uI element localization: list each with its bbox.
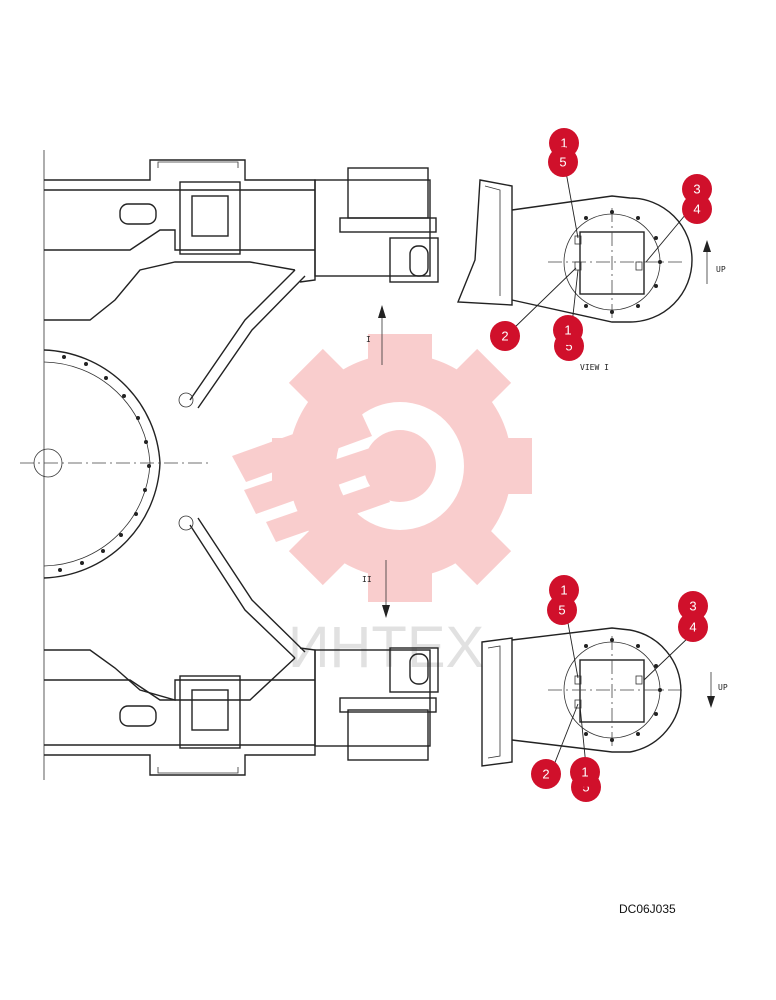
svg-text:1: 1 — [581, 765, 588, 780]
callout-bottom-2[interactable]: 2 — [531, 759, 561, 789]
svg-text:4: 4 — [693, 202, 700, 217]
section-label-2: II — [362, 575, 372, 584]
callout-bottom-4[interactable]: 4 — [678, 612, 708, 642]
watermark-logo: ИНТЕХ — [232, 334, 532, 680]
drawing-reference: DC06J035 — [619, 902, 676, 916]
view-label-1: VIEW I — [580, 363, 609, 372]
callout-top-5[interactable]: 5 — [548, 147, 578, 177]
svg-text:5: 5 — [559, 155, 566, 170]
gear-icon — [272, 334, 532, 602]
up-label-bottom: UP — [718, 683, 728, 692]
svg-text:1: 1 — [560, 136, 567, 151]
svg-text:1: 1 — [564, 323, 571, 338]
svg-text:5: 5 — [582, 780, 589, 795]
svg-text:3: 3 — [693, 182, 700, 197]
callout-top-4[interactable]: 4 — [682, 194, 712, 224]
svg-text:2: 2 — [542, 767, 549, 782]
callout-top-1b[interactable]: 1 — [553, 315, 583, 345]
frame-drawing: I II — [20, 150, 439, 780]
detail-view-bottom: UP — [481, 627, 728, 767]
svg-text:5: 5 — [558, 603, 565, 618]
section-label-1: I — [366, 335, 371, 344]
svg-text:2: 2 — [501, 329, 508, 344]
watermark-text: ИНТЕХ — [288, 615, 484, 680]
svg-text:1: 1 — [560, 583, 567, 598]
detail-view-top: UP VIEW I — [456, 179, 726, 372]
wrench-icon — [232, 410, 390, 542]
svg-text:4: 4 — [689, 620, 696, 635]
svg-text:5: 5 — [565, 339, 572, 354]
callout-bottom-5[interactable]: 5 — [547, 595, 577, 625]
callout-bottom-1b[interactable]: 1 — [570, 757, 600, 787]
ring-bolts — [58, 355, 151, 572]
callout-top-2[interactable]: 2 — [490, 321, 520, 351]
svg-text:3: 3 — [689, 599, 696, 614]
up-label-top: UP — [716, 265, 726, 274]
callout-bottom-3[interactable]: 3 — [678, 591, 708, 621]
